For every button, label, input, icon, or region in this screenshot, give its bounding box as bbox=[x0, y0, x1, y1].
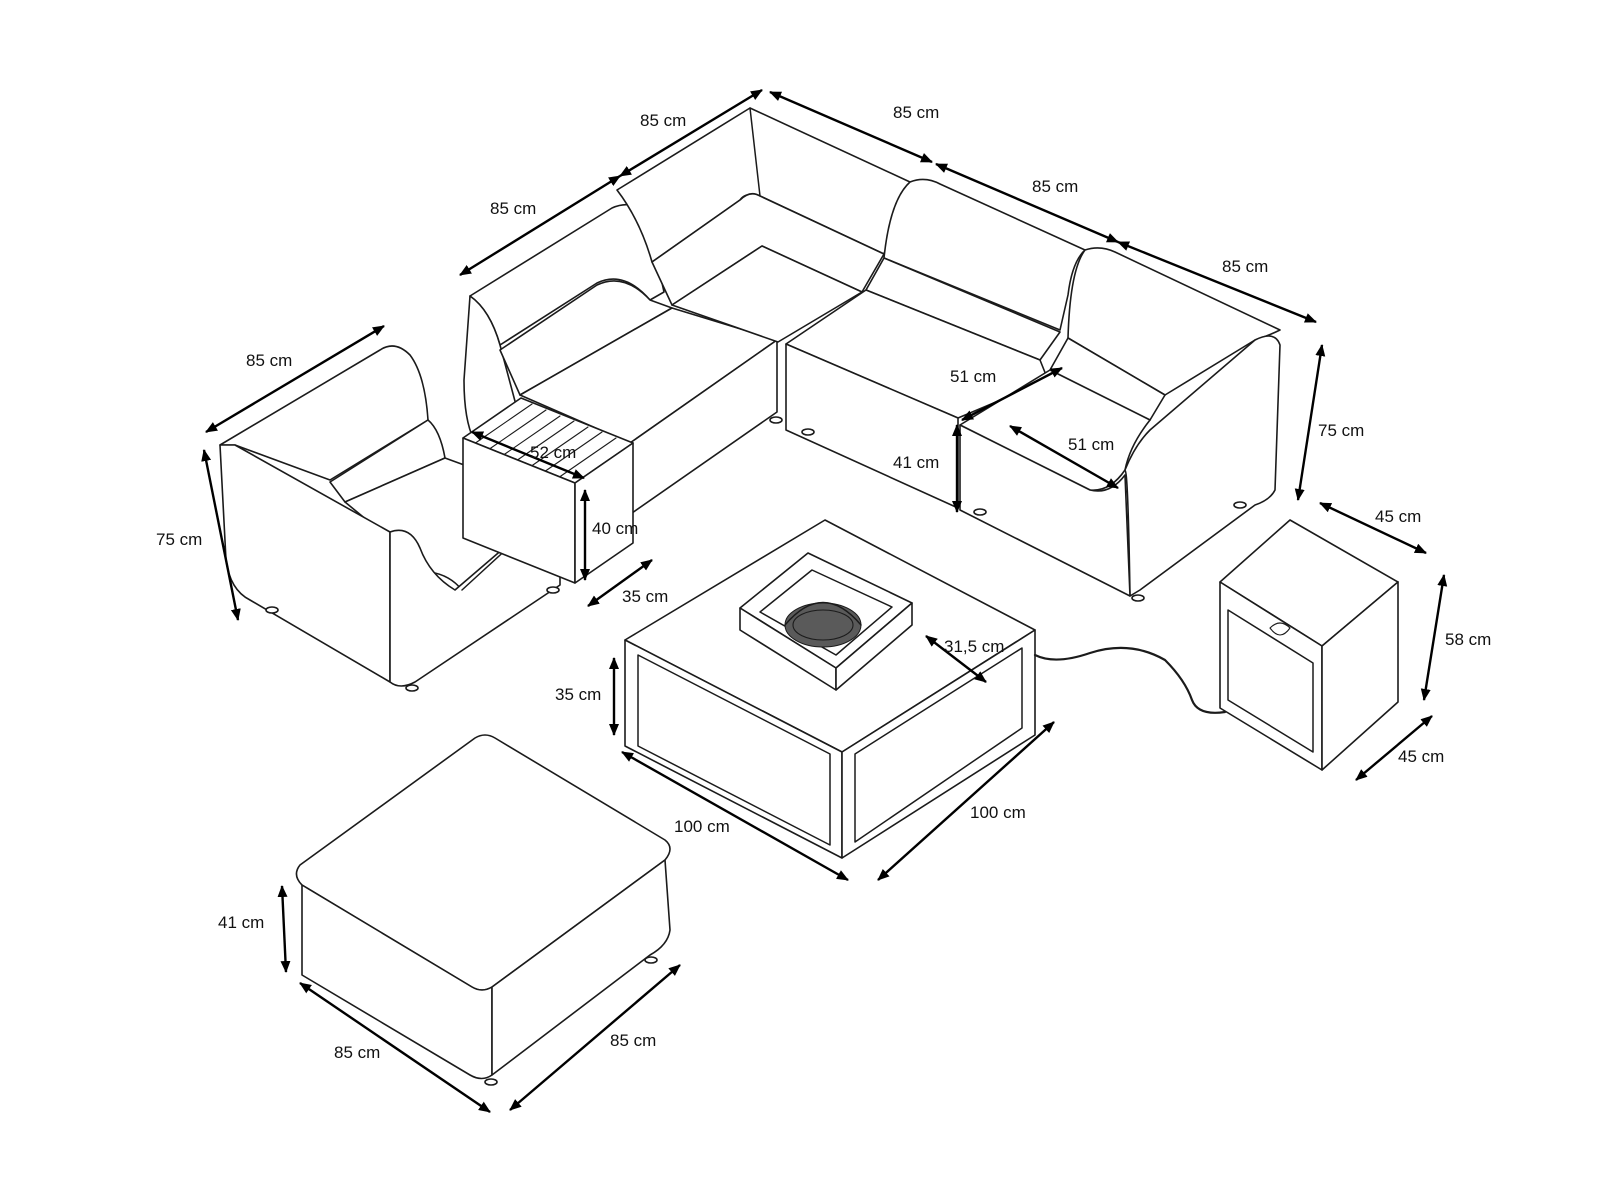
dimension-label: 41 cm bbox=[218, 913, 264, 932]
dimension-sofa-top-left: 85 cm bbox=[619, 88, 763, 178]
dimension-label: 85 cm bbox=[490, 199, 536, 218]
dimension-label: 85 cm bbox=[1222, 257, 1268, 276]
dimension-label: 51 cm bbox=[1068, 435, 1114, 454]
dimension-label: 85 cm bbox=[610, 1031, 656, 1050]
sofa-right-module-1-back bbox=[883, 178, 1086, 331]
dimension-label: 75 cm bbox=[1318, 421, 1364, 440]
dimension-armchair-height: 75 cm bbox=[156, 449, 241, 621]
dimension-label: 40 cm bbox=[592, 519, 638, 538]
dimension-burner-width: 31,5 cm bbox=[925, 635, 1004, 683]
dimension-label: 35 cm bbox=[622, 587, 668, 606]
dimension-side-table-height: 40 cm bbox=[580, 489, 638, 581]
dimension-ottoman-height: 41 cm bbox=[218, 885, 291, 973]
dimension-fire-table-height: 35 cm bbox=[555, 657, 619, 736]
dimension-label: 45 cm bbox=[1398, 747, 1444, 766]
dimension-label: 85 cm bbox=[893, 103, 939, 122]
fire-glass-gravel bbox=[784, 601, 862, 648]
dimension-label: 45 cm bbox=[1375, 507, 1421, 526]
sofa-left-seat-cushion bbox=[499, 280, 673, 396]
burner-box-side bbox=[835, 602, 913, 691]
dimension-tank-box-depth: 45 cm bbox=[1355, 715, 1444, 781]
dimension-label: 41 cm bbox=[893, 453, 939, 472]
armchair bbox=[219, 345, 561, 692]
dimension-side-table-length: 52 cm bbox=[471, 430, 585, 480]
dimension-ottoman-left: 85 cm bbox=[299, 982, 491, 1113]
tank-box-door-handle-icon bbox=[1269, 622, 1291, 636]
dimension-label: 85 cm bbox=[246, 351, 292, 370]
dimension-label: 35 cm bbox=[555, 685, 601, 704]
dimension-sofa-right-back-1: 85 cm bbox=[935, 162, 1119, 244]
dimension-ottoman-right: 85 cm bbox=[509, 964, 681, 1111]
sofa-right-module-2-arm bbox=[1124, 335, 1281, 597]
dimension-tank-box-width: 45 cm bbox=[1319, 501, 1427, 555]
dimension-side-table-width: 35 cm bbox=[587, 559, 668, 607]
dimension-seat-depth-left: 51 cm bbox=[950, 366, 1063, 422]
dimension-label: 52 cm bbox=[530, 443, 576, 462]
dimension-label: 31,5 cm bbox=[944, 637, 1004, 656]
dimension-label: 51 cm bbox=[950, 367, 996, 386]
dimension-sofa-left-back: 85 cm bbox=[459, 174, 621, 277]
dimension-label: 85 cm bbox=[640, 111, 686, 130]
dimension-tank-box-height: 58 cm bbox=[1420, 574, 1491, 701]
dimension-label: 75 cm bbox=[156, 530, 202, 549]
dimension-armchair-width: 85 cm bbox=[205, 324, 385, 434]
gas-tank-box bbox=[1219, 519, 1399, 771]
dimension-fire-table-left: 100 cm bbox=[621, 750, 849, 882]
dimension-label: 58 cm bbox=[1445, 630, 1491, 649]
dimension-label: 85 cm bbox=[1032, 177, 1078, 196]
dimension-label: 100 cm bbox=[674, 817, 730, 836]
dimension-sofa-top-right: 85 cm bbox=[769, 90, 939, 164]
dimension-seat-depth-right: 51 cm bbox=[1009, 424, 1119, 490]
dimension-label: 85 cm bbox=[334, 1043, 380, 1062]
dimension-seat-height: 41 cm bbox=[893, 424, 962, 513]
tank-box-side bbox=[1321, 581, 1399, 771]
dimension-sofa-height: 75 cm bbox=[1294, 344, 1364, 501]
dimension-label: 100 cm bbox=[970, 803, 1026, 822]
dimension-sofa-right-back-2: 85 cm bbox=[1117, 240, 1317, 324]
dimension-annotations: 85 cm 85 cm 85 cm 85 cm 85 cm 75 cm 51 c… bbox=[156, 88, 1491, 1113]
gas-hose bbox=[1033, 646, 1227, 714]
dimension-fire-table-right: 100 cm bbox=[877, 721, 1055, 881]
